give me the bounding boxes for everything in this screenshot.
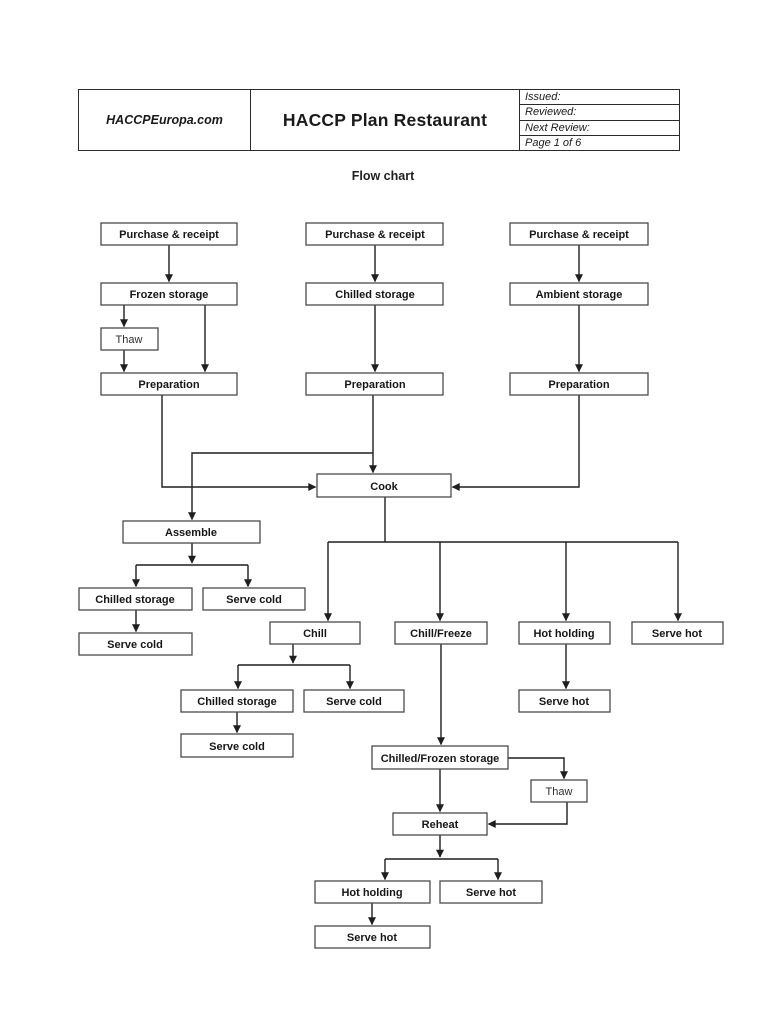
edge-thaw-reheat (487, 802, 568, 828)
node-hot-holding-1: Hot holding (518, 621, 611, 645)
header-title-cell: HACCP Plan Restaurant (251, 90, 520, 150)
node-label: Chilled storage (197, 696, 276, 708)
node-purchase-receipt-1: Purchase & receipt (100, 222, 238, 246)
node-frozen-storage: Frozen storage (100, 282, 238, 306)
node-label: Purchase & receipt (529, 229, 629, 241)
node-cook: Cook (316, 473, 452, 498)
node-thaw-2: Thaw (530, 779, 588, 803)
node-label: Chilled/Frozen storage (381, 753, 500, 765)
header-meta-issued: Issued: (520, 90, 679, 106)
node-chilled-storage-top: Chilled storage (305, 282, 444, 306)
node-label: Preparation (344, 379, 405, 391)
node-serve-hot-1: Serve hot (631, 621, 724, 645)
node-reheat: Reheat (392, 812, 488, 836)
header-site-text: HACCPEuropa.com (106, 113, 223, 127)
node-label: Serve cold (226, 594, 282, 606)
node-purchase-receipt-2: Purchase & receipt (305, 222, 444, 246)
node-thaw-1: Thaw (100, 327, 159, 351)
node-label: Serve hot (652, 628, 702, 640)
node-label: Ambient storage (536, 289, 623, 301)
node-label: Purchase & receipt (325, 229, 425, 241)
node-chill: Chill (269, 621, 361, 645)
header-meta-page-number: Page 1 of 6 (525, 136, 582, 149)
node-chilled-frozen-storage: Chilled/Frozen storage (371, 745, 509, 770)
header-meta-next-review: Next Review: (520, 121, 679, 136)
node-serve-cold-assemble-2: Serve cold (78, 632, 193, 656)
edge-preparation2-assemble (188, 452, 373, 521)
node-purchase-receipt-3: Purchase & receipt (509, 222, 649, 246)
node-chilled-storage-chill: Chilled storage (180, 689, 294, 713)
node-label: Preparation (138, 379, 199, 391)
node-label: Preparation (548, 379, 609, 391)
node-label: Serve cold (209, 741, 265, 753)
node-label: Cook (370, 481, 398, 493)
edge-preparation1-cook (161, 395, 317, 491)
node-ambient-storage: Ambient storage (509, 282, 649, 306)
node-label: Hot holding (341, 887, 402, 899)
node-label: Thaw (546, 786, 573, 798)
header-meta-cell: Issued: Reviewed: Next Review: Page 1 of… (520, 90, 679, 150)
node-label: Chill (303, 628, 327, 640)
node-label: Thaw (116, 334, 143, 346)
header-site-cell: HACCPEuropa.com (79, 90, 251, 150)
node-label: Serve hot (466, 887, 516, 899)
page-title: HACCP Plan Restaurant (282, 109, 488, 130)
node-serve-hot-3: Serve hot (314, 925, 431, 949)
node-chilled-storage-assemble: Chilled storage (78, 587, 193, 611)
header-table: HACCPEuropa.com HACCP Plan Restaurant Is… (78, 89, 680, 151)
node-label: Serve cold (107, 639, 163, 651)
node-label: Frozen storage (130, 289, 209, 301)
node-label: Purchase & receipt (119, 229, 219, 241)
node-serve-cold-chill-2: Serve cold (180, 733, 294, 758)
node-label: Chill/Freeze (410, 628, 472, 640)
node-label: Reheat (422, 819, 459, 831)
node-serve-cold-chill: Serve cold (303, 689, 405, 713)
node-preparation-2: Preparation (305, 372, 444, 396)
node-assemble: Assemble (122, 520, 261, 544)
node-label: Serve hot (347, 932, 397, 944)
edge-preparation3-cook (451, 395, 580, 491)
node-label: Assemble (165, 527, 217, 539)
node-serve-hot-hold: Serve hot (518, 689, 611, 713)
header-meta-reviewed: Reviewed: (520, 105, 679, 121)
node-hot-holding-2: Hot holding (314, 880, 431, 904)
node-preparation-3: Preparation (509, 372, 649, 396)
node-label: Hot holding (533, 628, 594, 640)
node-chill-freeze: Chill/Freeze (394, 621, 488, 645)
edge-cf-storage-thaw (508, 757, 568, 780)
node-serve-hot-2: Serve hot (439, 880, 543, 904)
flow-chart-title: Flow chart (351, 169, 415, 183)
node-label: Chilled storage (335, 289, 414, 301)
node-serve-cold-assemble: Serve cold (202, 587, 306, 611)
node-preparation-1: Preparation (100, 372, 238, 396)
node-label: Chilled storage (95, 594, 174, 606)
node-label: Serve hot (539, 696, 589, 708)
node-label: Serve cold (326, 696, 382, 708)
